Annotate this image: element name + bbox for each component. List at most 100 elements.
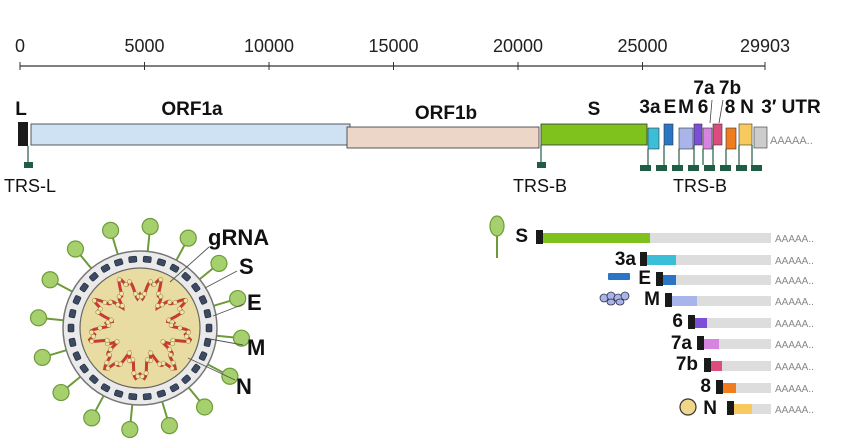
n-protein-dots [89, 276, 191, 379]
n-protein [156, 361, 162, 367]
orf8-block [725, 127, 737, 150]
n-protein [185, 329, 191, 335]
n-protein [167, 346, 172, 352]
sg-rna-polya-label: AAAAA.. [775, 297, 814, 308]
orf6-label: 6 [698, 97, 709, 118]
genome-axis: 0 5000 10000 15000 20000 25000 29903 [15, 36, 790, 70]
sg-rna-orf [695, 318, 707, 328]
orf7b-leader-line [718, 99, 724, 124]
genome-polya-label: AAAAA.. [770, 135, 813, 147]
sg-row-label-n: N [703, 398, 717, 419]
sg-row-label-8: 8 [700, 376, 711, 397]
grna-pointer [169, 246, 210, 283]
axis-tick-label: 5000 [124, 36, 164, 56]
n-protein [119, 303, 125, 309]
membrane-protein [142, 393, 152, 401]
trs-b-group-markers [647, 145, 753, 165]
sg-rna-orf [663, 275, 676, 285]
n-protein [97, 306, 103, 312]
n-protein [108, 346, 113, 352]
sg-rna-body [536, 233, 771, 243]
sg-rna-polya-label: AAAAA.. [775, 405, 814, 416]
membrane-protein [68, 337, 77, 347]
spike-protein [141, 217, 159, 253]
n-protein [169, 365, 175, 371]
sg-rna-body [640, 255, 771, 265]
sg-rna-8: AAAAA.. [716, 380, 814, 395]
membrane-protein [100, 263, 111, 273]
sg-rna-leader [697, 336, 704, 350]
n-protein [138, 294, 144, 299]
leader-block [18, 122, 28, 146]
spike-protein [29, 309, 65, 327]
virion-illustration: gRNA S E M N [29, 217, 269, 439]
utr3-block [753, 126, 768, 149]
leader-label: L [15, 99, 27, 120]
trs-b-group-boxes [640, 165, 762, 171]
spike-protein [198, 254, 228, 281]
sg-rna-orf [543, 233, 650, 243]
axis-tick-label: 10000 [244, 36, 294, 56]
envelope-protein-icon [608, 273, 630, 280]
n-pointer [187, 357, 236, 381]
utr3-label: 3′ UTR [761, 97, 821, 118]
membrane-protein [72, 351, 82, 361]
axis-tick-label: 25000 [617, 36, 667, 56]
n-protein [158, 294, 164, 299]
membrane-protein [67, 323, 75, 333]
membrane-protein [169, 383, 180, 393]
n-protein [148, 350, 154, 356]
sg-row-label-7b: 7b [676, 354, 698, 375]
m-block [678, 127, 694, 150]
spike-protein [160, 400, 179, 435]
trs-b-s-marker [537, 145, 546, 168]
orf7a-label: 7a [693, 78, 715, 99]
spike-protein [101, 221, 120, 256]
s-block [540, 123, 648, 146]
membrane-protein [100, 383, 111, 393]
sg-rna-leader [640, 252, 647, 266]
n-protein [168, 352, 174, 358]
sg-rna-leader [688, 315, 695, 329]
membrane-protein [191, 363, 201, 374]
spike-protein [187, 386, 214, 416]
sg-rna-polya-label: AAAAA.. [775, 276, 814, 287]
virion-s-label: S [239, 254, 254, 279]
sg-rna-3a: AAAAA.. [640, 252, 814, 267]
membrane-protein [156, 258, 166, 267]
orf1a-block [30, 123, 351, 146]
n-protein [97, 325, 103, 331]
n-protein [135, 373, 141, 379]
spike-protein [83, 394, 105, 427]
sg-rna-body [716, 383, 771, 393]
n-protein [143, 370, 149, 376]
n-protein [107, 299, 113, 305]
n-protein [148, 279, 154, 285]
sg-rna-polya-label: AAAAA.. [775, 340, 814, 351]
sg-row-label-6: 6 [672, 311, 683, 332]
n-protein [95, 309, 101, 315]
sg-rna-orf [723, 383, 736, 393]
trs-b-group-label: TRS-B [673, 176, 727, 196]
membrane-protein [198, 295, 208, 305]
orf3a-label: 3a [639, 97, 661, 118]
n-protein [159, 302, 165, 308]
s-label: S [588, 99, 601, 120]
spike-protein [215, 329, 251, 347]
sg-rna-leader [536, 230, 543, 244]
sg-rna-7a: AAAAA.. [697, 336, 814, 351]
n-protein [131, 370, 137, 376]
n-protein [151, 282, 157, 287]
sg-row-label-7a: 7a [671, 333, 693, 354]
n-protein [155, 303, 161, 309]
orf1b-label: ORF1b [415, 103, 477, 124]
virion-m-label: M [247, 335, 265, 360]
membrane-protein [79, 282, 89, 293]
sg-row-label-3a: 3a [615, 249, 637, 270]
n-block [738, 123, 753, 146]
n-protein [115, 302, 121, 308]
n-protein [170, 360, 176, 366]
m-pointer [209, 338, 244, 346]
n-protein [160, 339, 166, 345]
